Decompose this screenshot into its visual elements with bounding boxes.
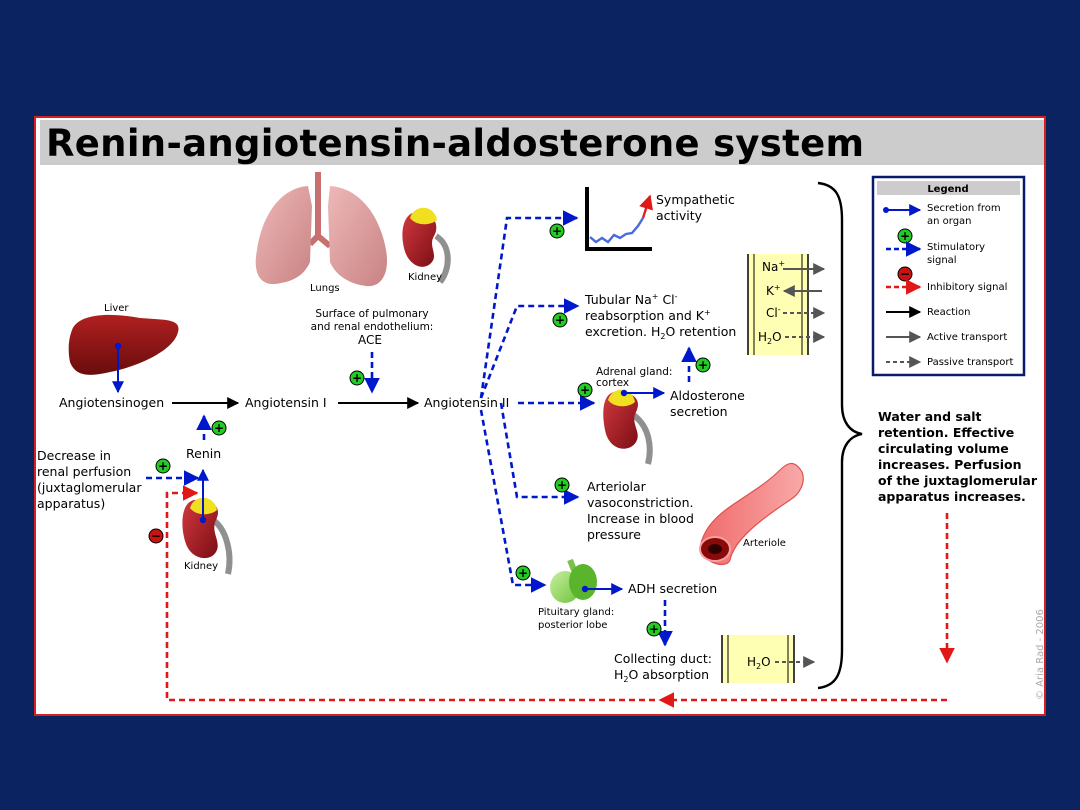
plus-badge-aldosterone: + xyxy=(695,357,711,373)
svg-text:+: + xyxy=(649,622,659,636)
svg-text:+: + xyxy=(552,224,562,238)
tubular-label-2: reabsorption and K+ xyxy=(585,308,711,323)
ace-location-label-2: and renal endothelium: xyxy=(311,321,434,333)
svg-text:+: + xyxy=(557,478,567,492)
plus-badge-adh: + xyxy=(646,621,662,637)
renin-label: Renin xyxy=(186,446,221,461)
kidney-top-illustration xyxy=(402,207,451,284)
collecting-duct-label: Collecting duct: xyxy=(614,651,712,666)
ion-h2o: H2O xyxy=(758,330,782,346)
collecting-ion-box xyxy=(721,635,795,683)
svg-text:−: − xyxy=(151,529,161,543)
svg-text:+: + xyxy=(518,566,528,580)
ion-cl: Cl- xyxy=(766,305,781,320)
pituitary-illustration xyxy=(550,558,597,603)
svg-text:+: + xyxy=(158,459,168,473)
tubular-label-1: Tubular Na+ Cl- xyxy=(584,292,678,307)
legend-passive-transport: Passive transport xyxy=(927,357,1013,368)
copyright-text: © Aria Rad - 2006 xyxy=(1035,609,1046,700)
adh-label: ADH secretion xyxy=(628,581,717,596)
decrease-perfusion-label: Decrease in renal perfusion (juxtaglomer… xyxy=(37,448,145,511)
tubular-label-3: excretion. H2O retention xyxy=(585,324,736,341)
legend-inhibitory: Inhibitory signal xyxy=(927,282,1007,293)
svg-text:+: + xyxy=(352,371,362,385)
plus-badge-arteriolar: + xyxy=(554,477,570,493)
svg-text:+: + xyxy=(900,229,910,243)
angiotensin-2-label: Angiotensin II xyxy=(424,395,509,410)
water-salt-label: Water and salt retention. Effective circ… xyxy=(878,409,1041,504)
svg-text:+: + xyxy=(555,313,565,327)
sympathetic-activity-chart xyxy=(585,187,653,251)
arteriole-label: Arteriole xyxy=(743,538,786,549)
collecting-duct-label-2: H2O absorption xyxy=(614,667,709,684)
legend-active-transport: Active transport xyxy=(927,332,1007,343)
plus-badge-ace: + xyxy=(349,370,365,386)
result-brace xyxy=(817,181,863,690)
adrenal-label: Adrenal gland: cortex xyxy=(596,366,676,389)
legend: Legend Secretion from an organ + Stimula… xyxy=(871,175,1026,377)
adrenal-kidney-illustration xyxy=(603,389,653,465)
angiotensin-1-label: Angiotensin I xyxy=(245,395,327,410)
title-bar: Renin-angiotensin-aldosterone system xyxy=(40,120,1044,165)
tubular-ion-box xyxy=(747,254,809,355)
plus-badge-adrenal: + xyxy=(577,382,593,398)
lungs-illustration xyxy=(255,172,388,287)
svg-text:−: − xyxy=(900,267,910,281)
ion-na: Na+ xyxy=(762,259,785,274)
plus-badge-sympathetic: + xyxy=(549,223,565,239)
legend-stimulatory: Stimulatory signal xyxy=(927,242,988,266)
liver-label: Liver xyxy=(104,303,129,314)
pituitary-label: Pituitary gland: posterior lobe xyxy=(538,607,617,631)
arteriole-illustration xyxy=(699,462,804,565)
plus-badges: + + + + + + + + + + xyxy=(155,223,711,637)
legend-reaction: Reaction xyxy=(927,307,970,318)
svg-text:+: + xyxy=(214,421,224,435)
ion-k: K+ xyxy=(766,283,781,298)
minus-badge-feedback: − xyxy=(148,528,164,544)
ace-label: ACE xyxy=(358,333,382,347)
lungs-label: Lungs xyxy=(310,283,340,294)
kidney-top-label: Kidney xyxy=(408,272,442,283)
plus-badge-pituitary: + xyxy=(515,565,531,581)
plus-badge-renin: + xyxy=(211,420,227,436)
kidney-bottom-label: Kidney xyxy=(184,561,218,572)
legend-secretion: Secretion from an organ xyxy=(927,203,1004,227)
sympathetic-label: Sympathetic activity xyxy=(656,192,739,223)
ace-location-label: Surface of pulmonary xyxy=(315,308,428,320)
liver-illustration xyxy=(68,314,179,375)
arteriolar-label: Arteriolar vasoconstriction. Increase in… xyxy=(587,479,698,542)
legend-title: Legend xyxy=(927,184,968,195)
svg-text:+: + xyxy=(698,358,708,372)
aldosterone-label: Aldosterone secretion xyxy=(670,388,749,419)
angiotensinogen-label: Angiotensinogen xyxy=(59,395,164,410)
svg-text:+: + xyxy=(580,383,590,397)
page-title: Renin-angiotensin-aldosterone system xyxy=(46,122,865,165)
ion-h2o-collecting: H2O xyxy=(747,655,771,671)
plus-badge-perfusion: + xyxy=(155,458,171,474)
plus-badge-tubular: + xyxy=(552,312,568,328)
